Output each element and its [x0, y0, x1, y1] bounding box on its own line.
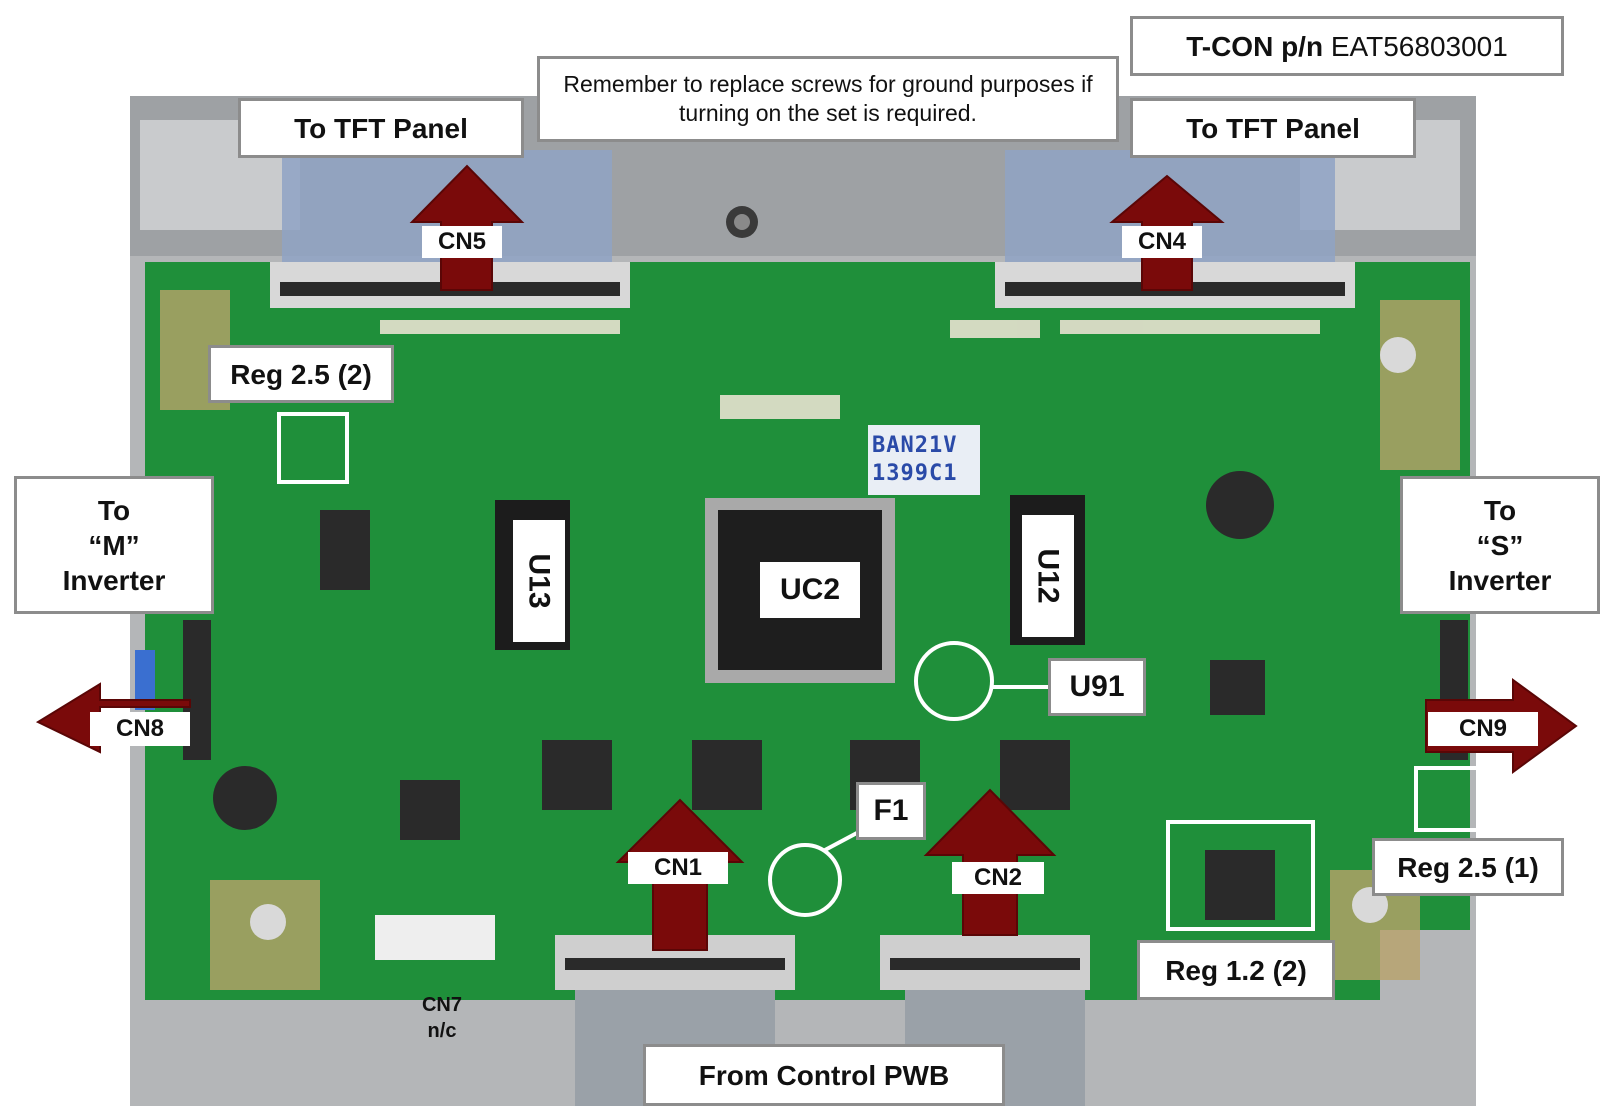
reg25-1-highlight [1414, 766, 1480, 832]
label-cn5: CN5 [422, 226, 502, 258]
label-cn8: CN8 [90, 712, 190, 746]
callout-reg25-2: Reg 2.5 (2) [208, 345, 394, 403]
label-cn7: CN7 n/c [421, 994, 462, 1042]
screw-icon [250, 904, 286, 940]
connector-cn7 [375, 915, 495, 960]
screw-note: Remember to replace screws for ground pu… [537, 56, 1119, 142]
f1-circle [768, 843, 842, 917]
label-u13: U13 [513, 520, 565, 642]
label-cn1: CN1 [628, 852, 728, 884]
callout-reg12-2: Reg 1.2 (2) [1137, 940, 1335, 1000]
label-u12-text: U12 [1032, 548, 1066, 604]
callout-s-inverter: To “S” Inverter [1400, 476, 1600, 614]
label-cn2: CN2 [952, 862, 1044, 894]
callout-f1: F1 [856, 782, 926, 840]
callout-control-pwb: From Control PWB [643, 1044, 1005, 1106]
label-cn9: CN9 [1428, 712, 1538, 746]
reg25-2-highlight [277, 412, 349, 484]
callout-tft-right: To TFT Panel [1130, 98, 1416, 158]
part-number-value: EAT56803001 [1330, 30, 1508, 62]
u91-circle [914, 641, 994, 721]
callout-reg25-1: Reg 2.5 (1) [1372, 838, 1564, 896]
part-number-label: T-CON p/n [1186, 30, 1324, 62]
callout-u91: U91 [1048, 658, 1146, 716]
label-cn4: CN4 [1122, 226, 1202, 258]
reg12-2-highlight [1166, 820, 1315, 931]
callout-m-inverter: To “M” Inverter [14, 476, 214, 614]
inductor-icon [1206, 471, 1274, 539]
label-uc2: UC2 [760, 562, 860, 618]
part-number-box: T-CON p/n EAT56803001 [1130, 16, 1564, 76]
ic-lower [542, 740, 612, 810]
board-marking: BAN21V 1399C1 [872, 433, 958, 486]
label-u12: U12 [1022, 515, 1074, 637]
label-u13-text: U13 [523, 553, 557, 609]
callout-tft-left: To TFT Panel [238, 98, 524, 158]
board-label-sticker [868, 425, 980, 495]
